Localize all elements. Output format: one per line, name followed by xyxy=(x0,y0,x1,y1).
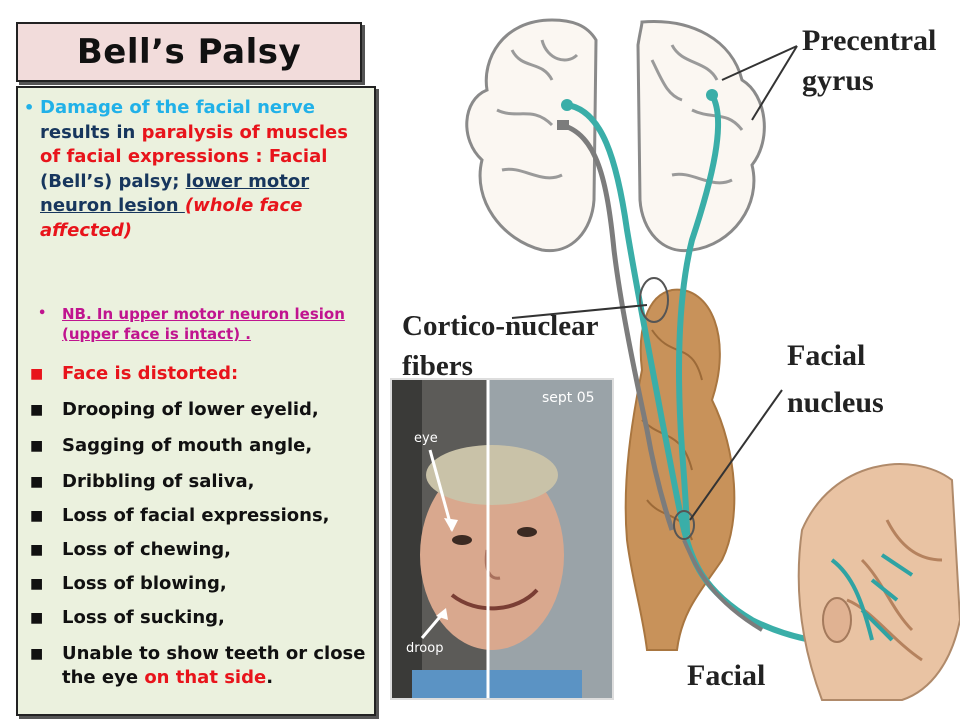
cortico-nuclear-tract-right xyxy=(676,93,722,536)
bullet1-part5: lower motor neuron lesion xyxy=(40,170,310,217)
list-item-text: Dribbling of saliva, xyxy=(62,471,255,492)
title-box: Bell’s Palsy xyxy=(16,22,362,82)
facial-nerve-pathway-diagram: Precentral gyrus Cortico-nuclear fibers … xyxy=(402,18,960,701)
eye-arrow-icon xyxy=(428,449,454,531)
square-bullet-icon: ■ xyxy=(30,402,44,418)
label-facial: Facial xyxy=(687,659,765,692)
label-gyrus: gyrus xyxy=(802,64,874,97)
crossing-marker xyxy=(639,277,669,323)
square-bullet-icon: ■ xyxy=(30,610,44,626)
label-fibers: fibers xyxy=(402,350,473,382)
photo-date-label: sept 05 xyxy=(542,390,595,406)
list-item: ■ Drooping of lower eyelid, xyxy=(28,398,368,422)
list-item-face-distorted: ■ Face is distorted: xyxy=(28,362,368,386)
bullet1-part6: (whole face affected) xyxy=(40,195,303,241)
square-bullet-icon: ■ xyxy=(30,474,44,490)
list-item: ■ Loss of chewing, xyxy=(28,538,368,562)
bullet-facial-nerve-damage: • Damage of the facial nerve results in … xyxy=(24,96,365,243)
facial-nucleus-marker xyxy=(673,510,695,540)
list-item: ■ Dribbling of saliva, xyxy=(28,470,368,494)
square-bullet-icon: ■ xyxy=(30,366,44,382)
right-hemisphere-outline xyxy=(636,20,766,253)
label-precentral: Precentral xyxy=(802,24,936,57)
photo-eye-label: eye xyxy=(414,431,438,446)
bullet-dot-icon: • xyxy=(24,98,35,117)
list-item: ■ Sagging of mouth angle, xyxy=(28,434,368,458)
label-facial-nucleus-line2: nucleus xyxy=(787,386,884,419)
bullet1-part4: (Bell’s) palsy; xyxy=(40,170,186,192)
photo-droop-label: droop xyxy=(406,641,443,656)
square-bullet-icon: ■ xyxy=(30,646,44,662)
face-shape xyxy=(420,460,564,650)
patient-photo: sept 05 eye droop xyxy=(390,378,614,700)
list-item: ■ Loss of sucking, xyxy=(28,606,368,630)
list-item-text: Loss of blowing, xyxy=(62,573,227,594)
label-cortico-nuclear: Cortico-nuclear xyxy=(402,310,599,342)
list-item-text: Loss of chewing, xyxy=(62,539,232,560)
list-item: ■ Unable to show teeth or close the eye … xyxy=(28,642,368,690)
list-item-text: Unable to show teeth or close the eye xyxy=(62,643,366,688)
neuron-body-icon xyxy=(706,89,718,101)
bullet1-part3: paralysis of muscles of facial expressio… xyxy=(40,121,348,168)
bullet-umn-note: • NB. In upper motor neuron lesion (uppe… xyxy=(38,304,362,344)
list-item-text: Sagging of mouth angle, xyxy=(62,435,313,456)
neuron-body-icon xyxy=(561,99,573,111)
slide-title: Bell’s Palsy xyxy=(76,32,302,72)
square-bullet-icon: ■ xyxy=(30,542,44,558)
list-item-text: Loss of sucking, xyxy=(62,607,225,628)
ear-shape xyxy=(822,597,852,643)
square-bullet-icon: ■ xyxy=(30,576,44,592)
list-item-suffix: on that side xyxy=(138,667,267,688)
list-item: ■ Loss of blowing, xyxy=(28,572,368,596)
bullet2-text: NB. In upper motor neuron lesion (upper … xyxy=(62,305,345,343)
square-bullet-icon: ■ xyxy=(30,508,44,524)
list-item-text: Drooping of lower eyelid, xyxy=(62,399,319,420)
bullet1-part2: results in xyxy=(40,121,142,143)
list-item-text: Loss of facial expressions, xyxy=(62,505,330,526)
cortico-nuclear-tract-left-grey xyxy=(561,122,675,531)
square-bullet-icon: ■ xyxy=(30,438,44,454)
label-facial-nucleus-line1: Facial xyxy=(787,339,865,372)
content-panel xyxy=(16,86,376,716)
list-item-text: Face is distorted: xyxy=(62,363,239,384)
bullet-dot-icon: • xyxy=(38,306,47,321)
list-item-period: . xyxy=(266,667,274,688)
list-item: ■ Loss of facial expressions, xyxy=(28,504,368,528)
bullet1-part1: Damage of the facial nerve xyxy=(40,97,315,118)
